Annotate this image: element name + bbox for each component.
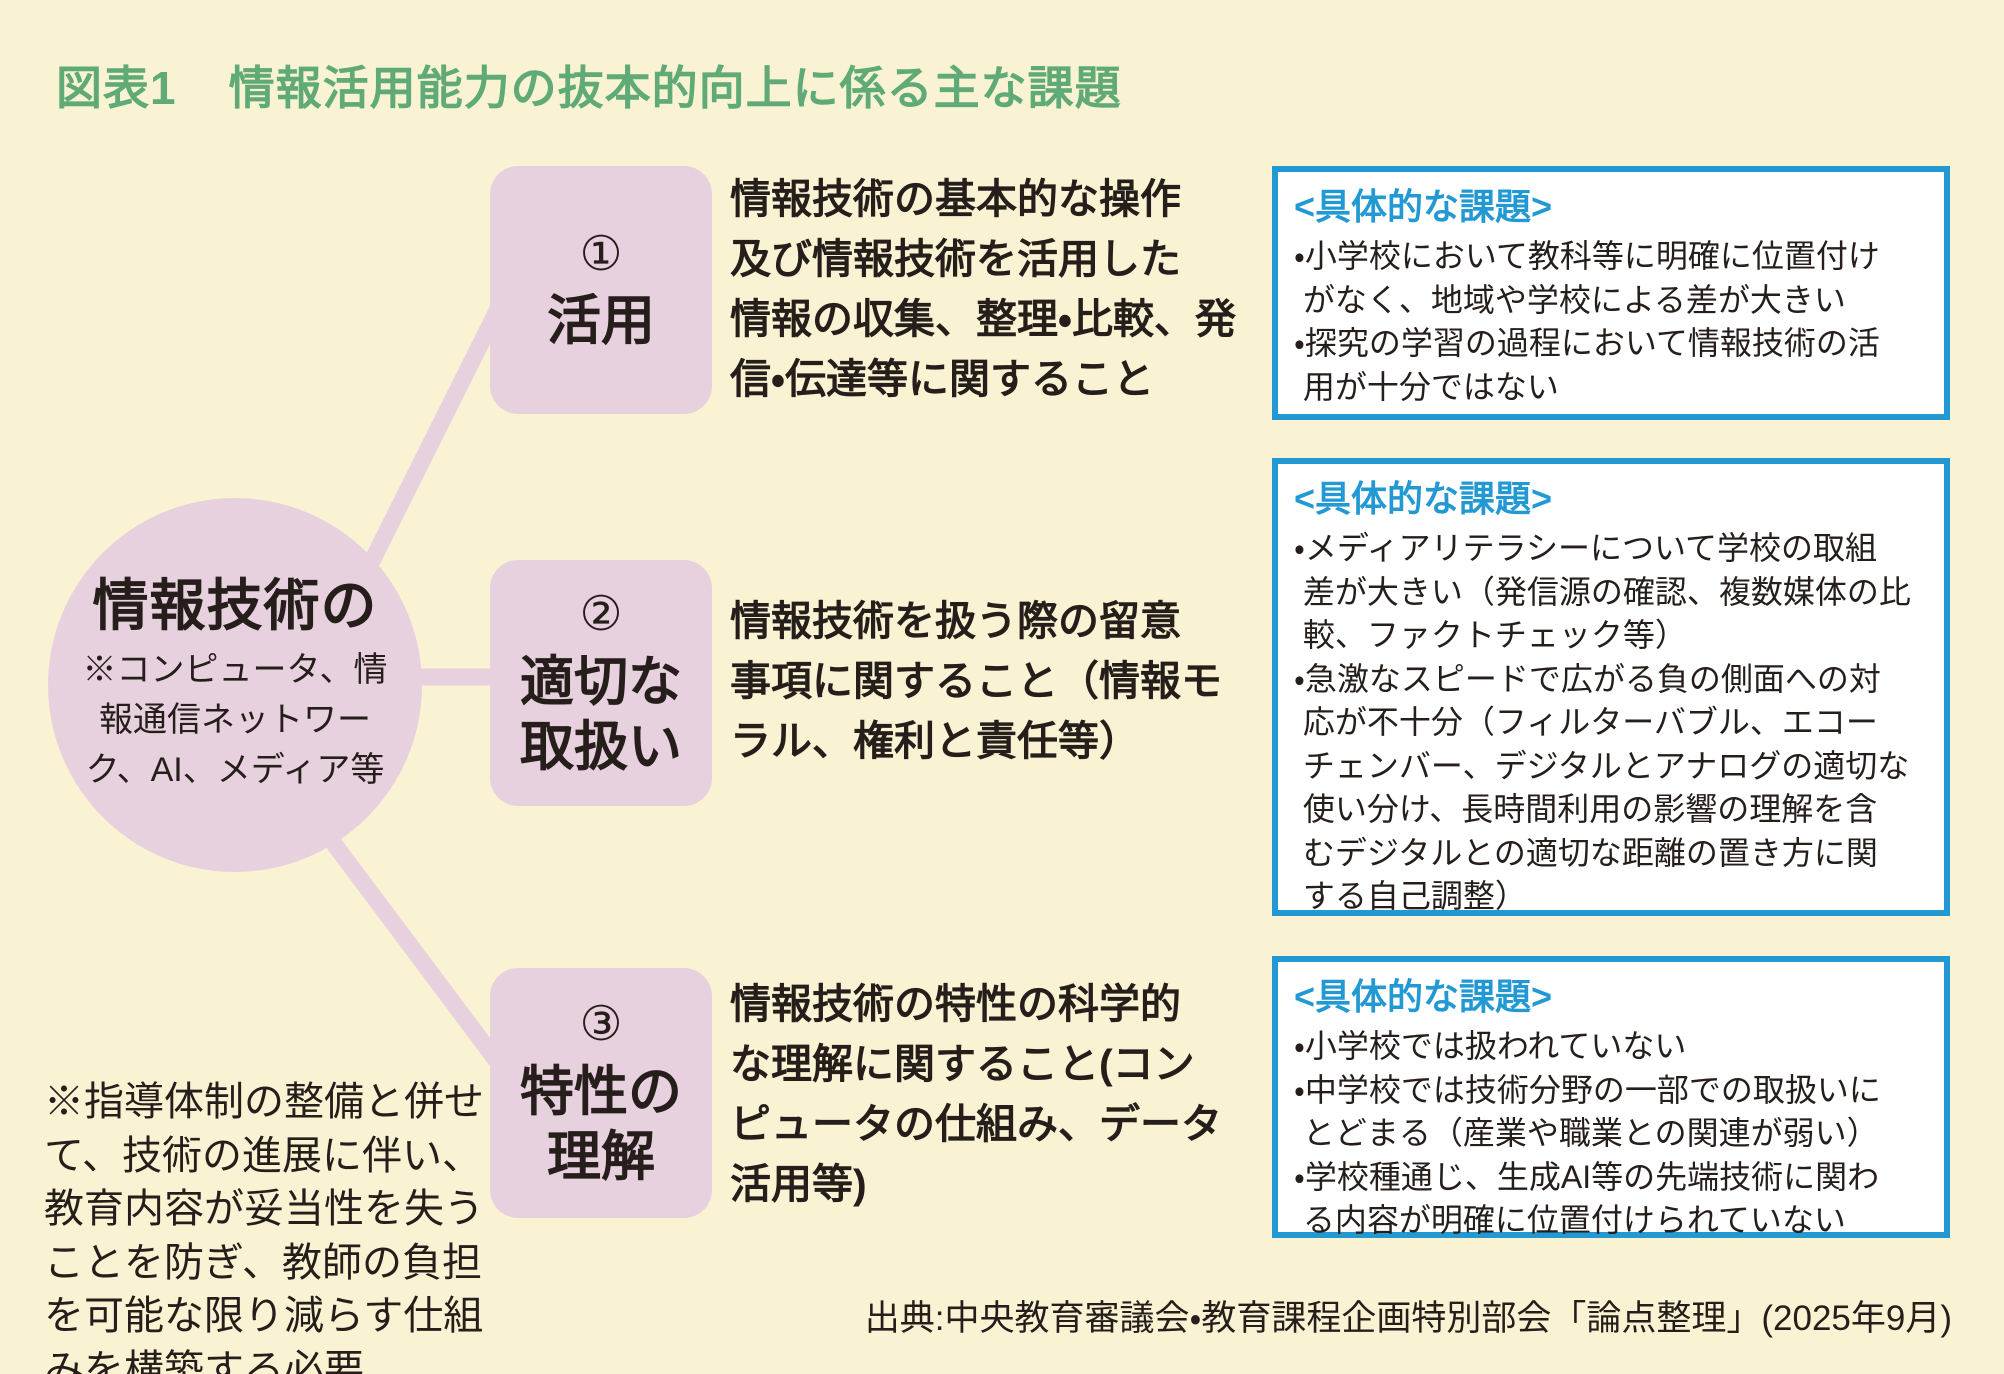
category-1-label: 活用 [547,291,655,352]
category-box-3: ③ 特性の 理解 [490,968,712,1218]
central-topic-circle: 情報技術の ※コンピュータ、情 報通信ネットワー ク、AI、メディア等 [48,498,422,872]
issues-box-2: <具体的な課題> ・メディアリテラシーについて学校の取組 差が大きい（発信源の確… [1272,458,1950,916]
source-caption: 出典:中央教育審議会・教育課程企画特別部会「論点整理」(2025年9月) [864,1299,1952,1338]
category-3-number: ③ [579,998,623,1052]
figure-title: 図表1 情報活用能力の抜本的向上に係る主な課題 [56,52,1122,118]
category-box-1: ① 活用 [490,166,712,414]
figure-title-label: 図表1 [56,62,177,114]
category-box-2: ② 適切な 取扱い [490,560,712,806]
category-2-label: 適切な 取扱い [520,652,682,777]
category-3-description: 情報技術の特性の科学的 な理解に関すること(コン ピュータの仕組み、データ 活用… [730,981,1222,1207]
connector-line-bottom [298,799,512,1078]
category-3-label: 特性の 理解 [520,1062,682,1187]
footnote: ※指導体制の整備と併せ て、技術の進展に伴い、 教育内容が妥当性を失う ことを防… [44,1080,484,1374]
figure-title-text: 情報活用能力の抜本的向上に係る主な課題 [228,62,1122,114]
issues-1-heading: <具体的な課題> [1294,186,1553,227]
issues-3-body: ・小学校では扱われていない ・中学校では技術分野の一部での取扱いに とどまる（産… [1294,1028,1881,1239]
central-topic-title: 情報技術の [92,573,378,637]
issues-2-heading: <具体的な課題> [1294,478,1553,519]
category-2-number: ② [579,588,623,642]
central-topic-note: ※コンピュータ、情 報通信ネットワー ク、AI、メディア等 [82,651,388,789]
issues-2-body: ・メディアリテラシーについて学校の取組 差が大きい（発信源の確認、複数媒体の比 … [1294,530,1911,915]
issues-box-1: <具体的な課題> ・小学校において教科等に明確に位置付け がなく、地域や学校によ… [1272,166,1950,420]
category-1-description: 情報技術の基本的な操作 及び情報技術を活用した 情報の収集、整理・比較、発 信・… [730,176,1236,402]
category-2-description: 情報技術を扱う際の留意 事項に関すること（情報モ ラル、権利と責任等） [730,598,1222,764]
issues-box-3: <具体的な課題> ・小学校では扱われていない ・中学校では技術分野の一部での取扱… [1272,956,1950,1238]
issues-3-heading: <具体的な課題> [1294,976,1553,1017]
category-1-number: ① [579,227,623,281]
issues-1-body: ・小学校において教科等に明確に位置付け がなく、地域や学校による差が大きい ・探… [1294,238,1880,405]
